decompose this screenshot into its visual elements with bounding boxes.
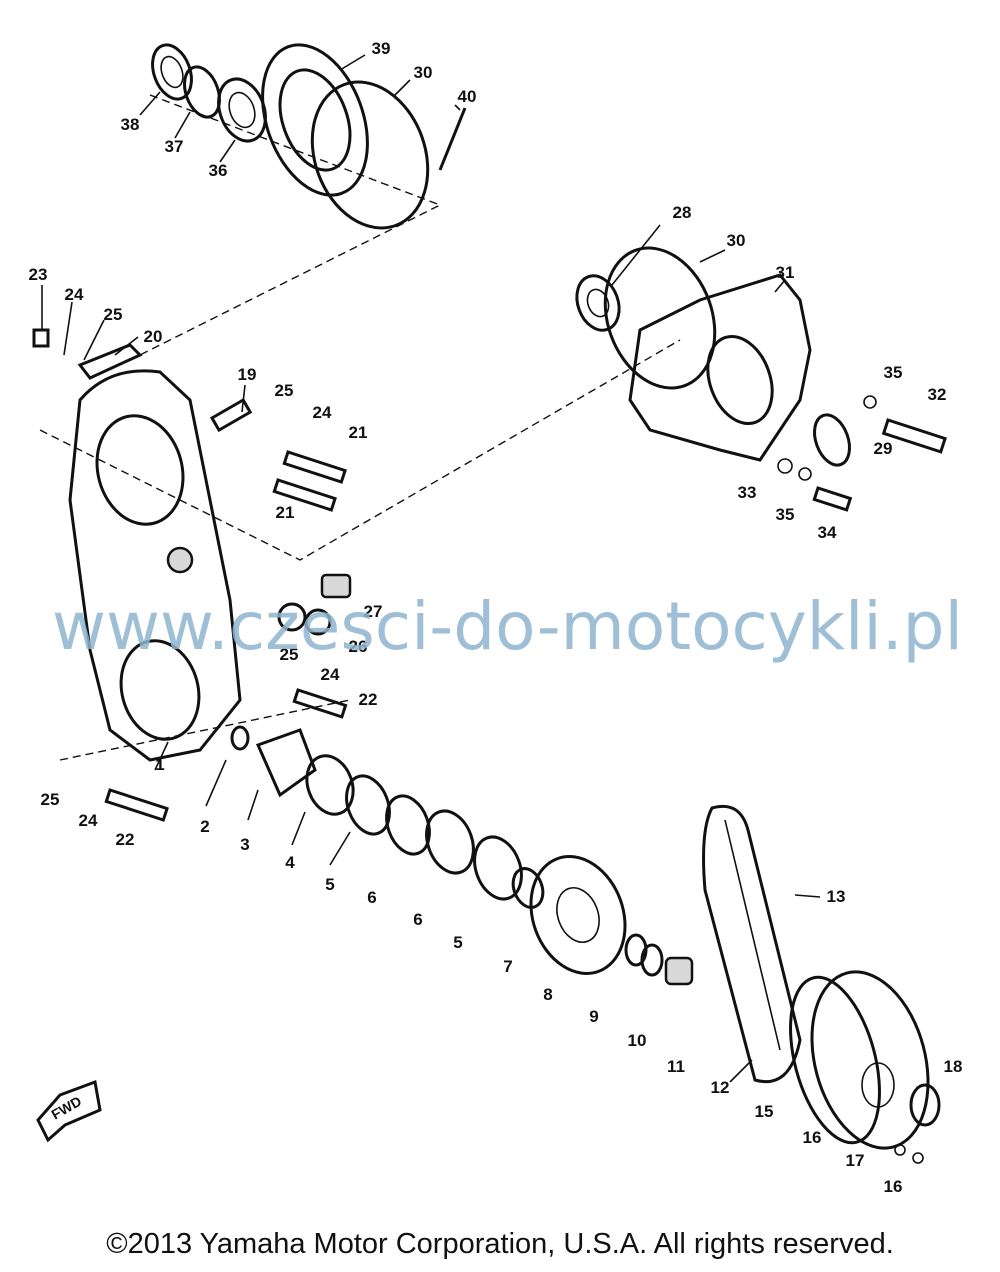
part-number-label: 16 xyxy=(884,1177,903,1196)
part-number-label: 19 xyxy=(238,365,257,384)
part-number-label: 26 xyxy=(349,637,368,656)
part-number-label: 36 xyxy=(209,161,228,180)
part-number-label: 39 xyxy=(372,39,391,58)
part-number-label: 37 xyxy=(165,137,184,156)
part-number-label: 21 xyxy=(276,503,295,522)
part-number-label: 24 xyxy=(313,403,332,422)
part-number-label: 5 xyxy=(325,875,334,894)
part-number-label: 25 xyxy=(104,305,123,324)
copyright-notice: ©2013 Yamaha Motor Corporation, U.S.A. A… xyxy=(106,1228,894,1260)
part-number-label: 15 xyxy=(755,1102,774,1121)
right-housing-assembly xyxy=(575,246,947,512)
top-bearing-assembly xyxy=(129,43,467,361)
part-number-label: 24 xyxy=(79,811,98,830)
part-number-label: 11 xyxy=(667,1057,685,1076)
part-number-label: 21 xyxy=(349,423,368,442)
part-number-label: 2 xyxy=(200,817,209,836)
part-number-label: 22 xyxy=(359,690,378,709)
part-number-label: 6 xyxy=(413,910,422,929)
part-number-label: 7 xyxy=(503,957,512,976)
shaft-parts xyxy=(230,725,694,986)
part-number-label: 32 xyxy=(928,385,947,404)
part-number-label: 25 xyxy=(275,381,294,400)
part-number-label: 8 xyxy=(543,985,552,1004)
main-cover xyxy=(32,328,681,822)
part-number-label: 22 xyxy=(116,830,135,849)
fwd-marker: FWD xyxy=(36,1079,102,1143)
part-number-label: 30 xyxy=(727,231,746,250)
part-number-label: 18 xyxy=(944,1057,963,1076)
part-number-label: 25 xyxy=(41,790,60,809)
part-number-label: 31 xyxy=(776,263,795,282)
part-number-label: 28 xyxy=(673,203,692,222)
part-number-label: 3 xyxy=(240,835,249,854)
part-number-label: 35 xyxy=(776,505,795,524)
part-number-label: 13 xyxy=(827,887,846,906)
part-number-label: 29 xyxy=(874,439,893,458)
part-number-label: 12 xyxy=(711,1078,730,1097)
part-callouts: 1234556678910111213151616171819202121222… xyxy=(29,39,963,1196)
part-number-label: 16 xyxy=(803,1128,822,1147)
part-number-label: 10 xyxy=(628,1031,647,1050)
leader-lines xyxy=(41,54,821,1083)
part-number-label: 25 xyxy=(280,645,299,664)
part-number-label: 23 xyxy=(29,265,48,284)
part-number-label: 35 xyxy=(884,363,903,382)
part-number-label: 20 xyxy=(144,327,163,346)
part-number-label: 24 xyxy=(65,285,84,304)
part-number-label: 33 xyxy=(738,483,757,502)
part-number-label: 38 xyxy=(121,115,140,134)
chain-and-cover xyxy=(702,804,941,1164)
part-number-label: 1 xyxy=(155,755,164,774)
part-number-label: 30 xyxy=(414,63,433,82)
part-number-label: 9 xyxy=(589,1007,598,1026)
part-number-label: 34 xyxy=(818,523,837,542)
part-number-label: 40 xyxy=(458,87,477,106)
part-number-label: 27 xyxy=(364,602,383,621)
part-number-label: 24 xyxy=(321,665,340,684)
part-number-label: 17 xyxy=(846,1151,865,1170)
watermark: www.czesci-do-motocykli.pl xyxy=(52,588,963,665)
part-number-label: 5 xyxy=(453,933,462,952)
part-number-label: 6 xyxy=(367,888,376,907)
part-number-label: 4 xyxy=(285,853,295,872)
